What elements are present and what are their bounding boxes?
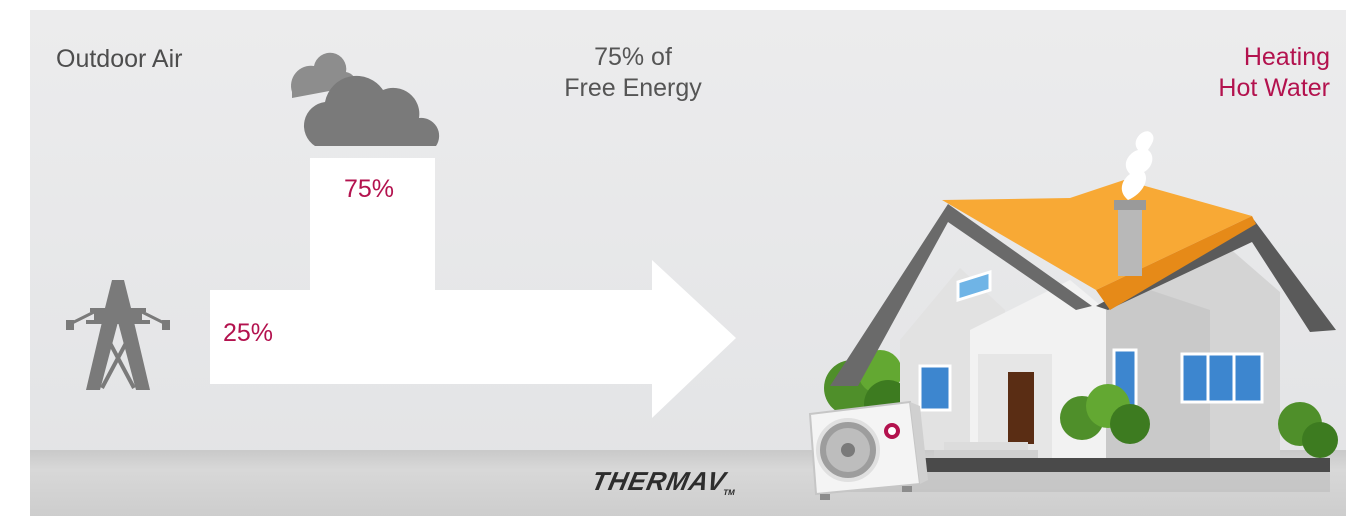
electric-share-percent: 25%: [223, 319, 274, 347]
heat-pump-unit: [808, 400, 928, 500]
brand-name: THERMAV: [588, 466, 729, 496]
output-label: Heating Hot Water: [1160, 42, 1330, 105]
house-illustration: [824, 131, 1338, 492]
output-line1: Heating: [1243, 43, 1330, 71]
background-panel: Outdoor Air 75% of Free Energy Heating H…: [30, 10, 1346, 516]
free-energy-line1: 75% of: [594, 43, 672, 71]
power-tower-icon: [66, 280, 170, 390]
outdoor-air-label: Outdoor Air: [56, 45, 183, 73]
brand-trademark: TM: [722, 488, 736, 497]
lg-logo: [884, 423, 900, 439]
free-energy-line2: Free Energy: [564, 74, 702, 103]
diagram-graphics: [66, 52, 1338, 500]
energy-flow-arrow: [210, 158, 736, 418]
air-share-percent: 75%: [344, 175, 395, 203]
free-energy-label: 75% of Free Energy: [528, 42, 738, 105]
cloud-icon: [291, 52, 440, 146]
output-line2: Hot Water: [1218, 74, 1330, 103]
therma-v-logo: THERMAVTM: [589, 466, 741, 497]
